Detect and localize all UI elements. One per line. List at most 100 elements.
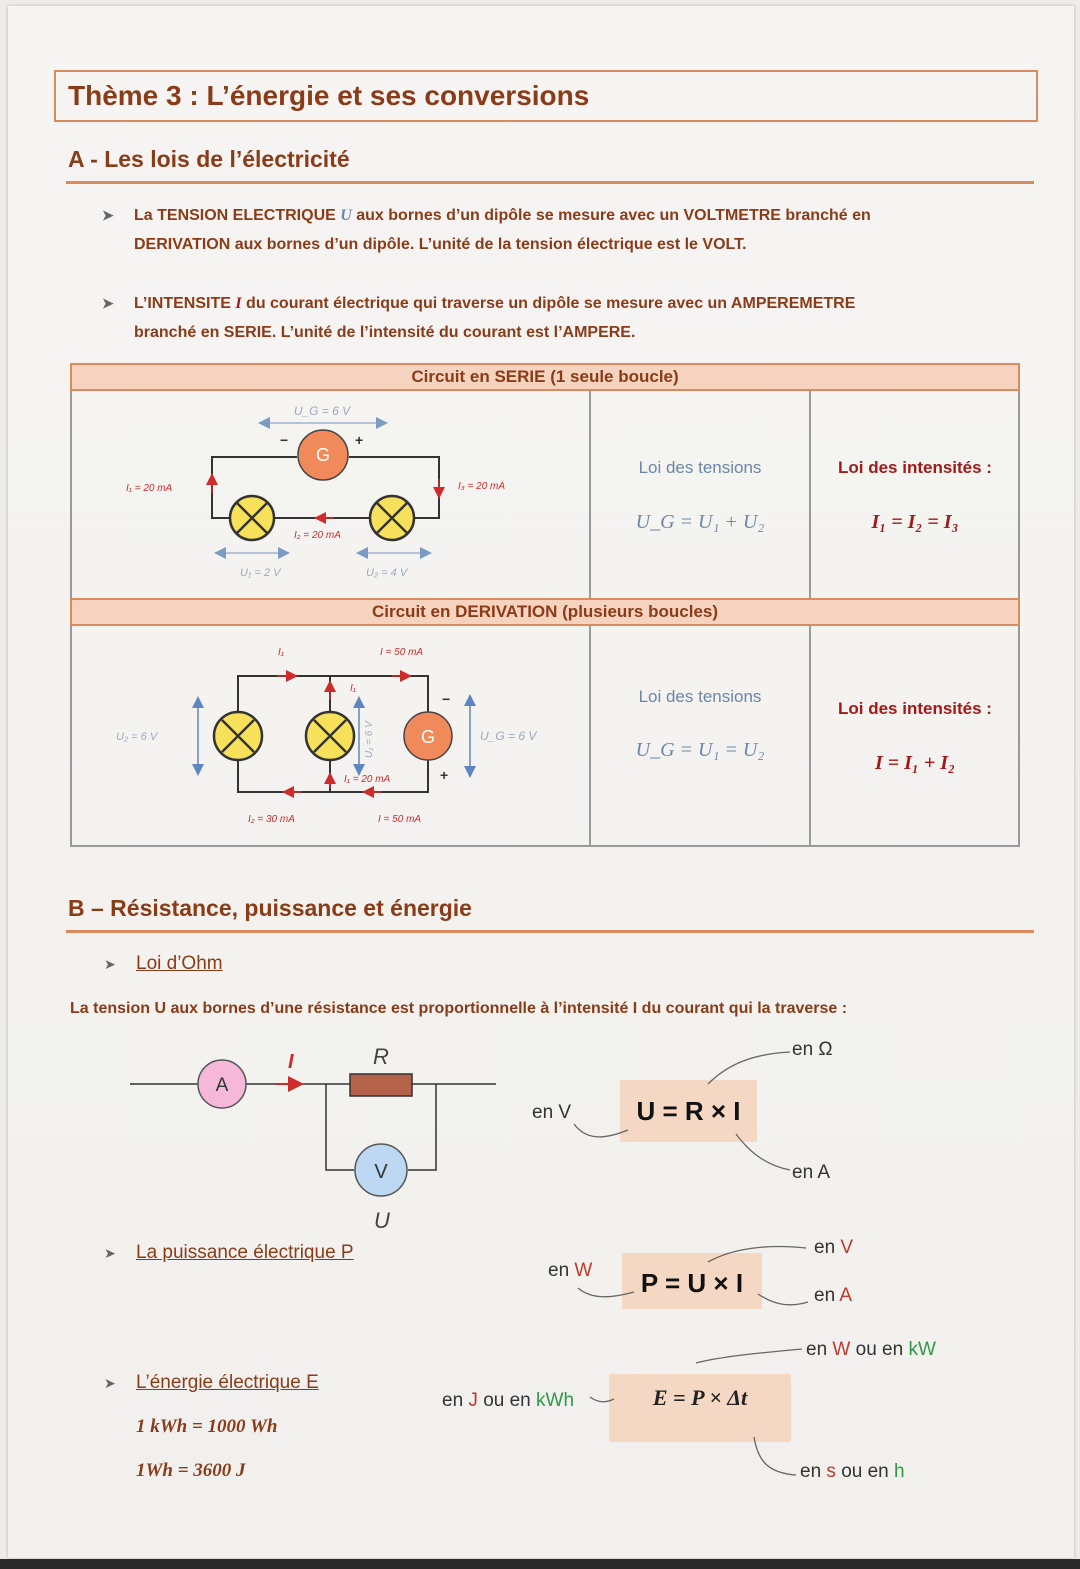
voltmeter-icon bbox=[354, 1143, 408, 1197]
svg-text:G: G bbox=[316, 445, 330, 465]
energy-unit-bottom: en s ou en h bbox=[800, 1461, 905, 1482]
power-formula: P = U × I bbox=[640, 1268, 744, 1298]
theme-title: Thème 3 : L’énergie et ses conversions bbox=[54, 70, 1038, 122]
bullet-arrow-icon: ➤ bbox=[104, 1375, 116, 1391]
section-a-title: A - Les lois de l’électricité bbox=[68, 146, 350, 172]
label-u2: U₂ = 6 V bbox=[116, 731, 159, 743]
ohm-law-link[interactable]: Loi d’Ohm bbox=[136, 953, 223, 974]
power-unit-watt: en W bbox=[548, 1260, 593, 1281]
minus-sign: − bbox=[280, 432, 288, 448]
serie-intensites-formula: I₁ = I₂ = I₃ bbox=[871, 511, 959, 533]
label-current: I bbox=[288, 1051, 294, 1073]
label-u2: U₂ = 4 V bbox=[366, 567, 409, 579]
ammeter-icon bbox=[197, 1059, 247, 1109]
label-i2: I₂ = 30 mA bbox=[248, 814, 295, 825]
label-u1: U₁ = 2 V bbox=[240, 567, 282, 579]
lamp-icon bbox=[228, 494, 276, 542]
power-unit-arrows bbox=[577, 1245, 809, 1306]
energy-unit-left: en J ou en kWh bbox=[442, 1390, 575, 1411]
section-b-rule bbox=[66, 930, 1034, 933]
section-b-title: B – Résistance, puissance et énergie bbox=[68, 895, 472, 921]
label-i-mid2: I₁ = 20 mA bbox=[344, 774, 391, 785]
conversion-kwh: 1 kWh = 1000 Wh bbox=[136, 1416, 278, 1437]
label-voltage: U bbox=[374, 1208, 390, 1232]
generator-icon bbox=[297, 429, 349, 481]
derivation-circuit-diagram: G − + I₁ I = 50 mA I₁ I₁ = 20 mA I₂ = 30… bbox=[116, 647, 537, 825]
wire bbox=[325, 1084, 354, 1171]
unit-arrow bbox=[757, 1293, 809, 1306]
bottom-edge bbox=[0, 1559, 1080, 1569]
lamp-icon bbox=[304, 710, 356, 762]
derivation-law-intensites: Loi des intensités : bbox=[838, 699, 992, 718]
table-divider bbox=[809, 391, 811, 598]
bullet-arrow-icon: ➤ bbox=[102, 295, 114, 311]
conversion-wh: 1Wh = 3600 J bbox=[136, 1460, 246, 1481]
derivation-tensions-formula: U_G = U₁ = U₂ bbox=[635, 739, 765, 761]
wire bbox=[408, 1084, 437, 1171]
energy-unit-top: en W ou en kW bbox=[806, 1339, 936, 1360]
ohm-unit-ohm: en Ω bbox=[792, 1039, 833, 1060]
svg-text:A: A bbox=[216, 1075, 229, 1096]
table-divider bbox=[589, 626, 591, 847]
label-i1: I₁ = 20 mA bbox=[126, 483, 173, 494]
serie-circuit-diagram: U_G = 6 V − + G I₁ = 20 mA I₃ = 20 mA I₂… bbox=[126, 404, 505, 579]
serie-law-tensions: Loi des tensions bbox=[638, 458, 762, 477]
ohm-law-text: La tension U aux bornes d’une résistance… bbox=[70, 1000, 848, 1017]
unit-arrow bbox=[695, 1348, 803, 1364]
bullet-arrow-icon: ➤ bbox=[102, 207, 114, 223]
unit-arrow bbox=[753, 1436, 797, 1476]
ohm-unit-arrows bbox=[573, 1051, 791, 1171]
energy-formula-box: E = P × Δt bbox=[609, 1374, 791, 1442]
serie-header: Circuit en SERIE (1 seule boucle) bbox=[70, 363, 1020, 391]
unit-arrow bbox=[735, 1133, 791, 1171]
table-divider bbox=[809, 626, 811, 847]
power-unit-amp: en A bbox=[814, 1285, 853, 1306]
section-a-rule bbox=[66, 181, 1034, 184]
bullet-arrow-icon: ➤ bbox=[104, 956, 116, 972]
label-i-mid: I₁ bbox=[350, 683, 356, 694]
lamp-icon bbox=[212, 710, 264, 762]
unit-arrow bbox=[577, 1287, 635, 1298]
energy-formula: E = P × Δt bbox=[652, 1385, 748, 1410]
energy-link[interactable]: L’énergie électrique E bbox=[136, 1372, 319, 1393]
serie-tensions-formula: U_G = U₁ + U₂ bbox=[635, 511, 765, 533]
unit-arrow bbox=[573, 1123, 629, 1138]
label-i1: I₁ bbox=[278, 647, 284, 658]
ohm-unit-amp: en A bbox=[792, 1162, 831, 1183]
ohm-formula: U = R × I bbox=[636, 1096, 741, 1126]
power-unit-volt: en V bbox=[814, 1237, 854, 1258]
bullet-tension: ➤ La TENSION ELECTRIQUE U aux bornes d’u… bbox=[102, 201, 871, 259]
label-u1: U₁ = 6 V bbox=[364, 720, 375, 758]
unit-arrow bbox=[707, 1051, 791, 1085]
bullet-arrow-icon: ➤ bbox=[104, 1245, 116, 1261]
energy-unit-arrows bbox=[589, 1348, 803, 1476]
serie-law-intensites: Loi des intensités : bbox=[838, 458, 992, 477]
label-ug: U_G = 6 V bbox=[294, 404, 351, 418]
ohm-formula-box: U = R × I bbox=[620, 1080, 757, 1142]
lamp-icon bbox=[368, 494, 416, 542]
label-resistor: R bbox=[373, 1044, 389, 1069]
plus-sign: + bbox=[355, 432, 363, 448]
power-link[interactable]: La puissance électrique P bbox=[136, 1242, 354, 1263]
label-i-bot: I = 50 mA bbox=[378, 814, 421, 825]
minus-sign: − bbox=[442, 691, 450, 707]
label-i3: I₃ = 20 mA bbox=[458, 481, 505, 492]
svg-text:G: G bbox=[421, 727, 435, 747]
plus-sign: + bbox=[440, 767, 448, 783]
generator-icon bbox=[403, 711, 453, 761]
derivation-intensites-formula: I = I₁ + I₂ bbox=[874, 752, 956, 774]
label-i-top: I = 50 mA bbox=[380, 647, 423, 658]
label-ug: U_G = 6 V bbox=[480, 729, 537, 743]
label-i2: I₂ = 20 mA bbox=[294, 530, 341, 541]
worksheet-page: Thème 3 : L’énergie et ses conversions A… bbox=[8, 6, 1074, 1558]
derivation-law-tensions: Loi des tensions bbox=[638, 687, 762, 706]
ohm-unit-volt: en V bbox=[532, 1102, 572, 1123]
bullet-intensite: ➤ L’INTENSITE I du courant électrique qu… bbox=[102, 289, 855, 347]
ohm-circuit-diagram: A I R V U bbox=[130, 1044, 496, 1232]
svg-text:V: V bbox=[374, 1161, 388, 1183]
resistor-icon bbox=[349, 1073, 413, 1097]
unit-arrow bbox=[589, 1396, 615, 1403]
unit-arrow bbox=[707, 1245, 807, 1263]
table-divider bbox=[589, 391, 591, 598]
power-formula-box: P = U × I bbox=[622, 1253, 762, 1309]
